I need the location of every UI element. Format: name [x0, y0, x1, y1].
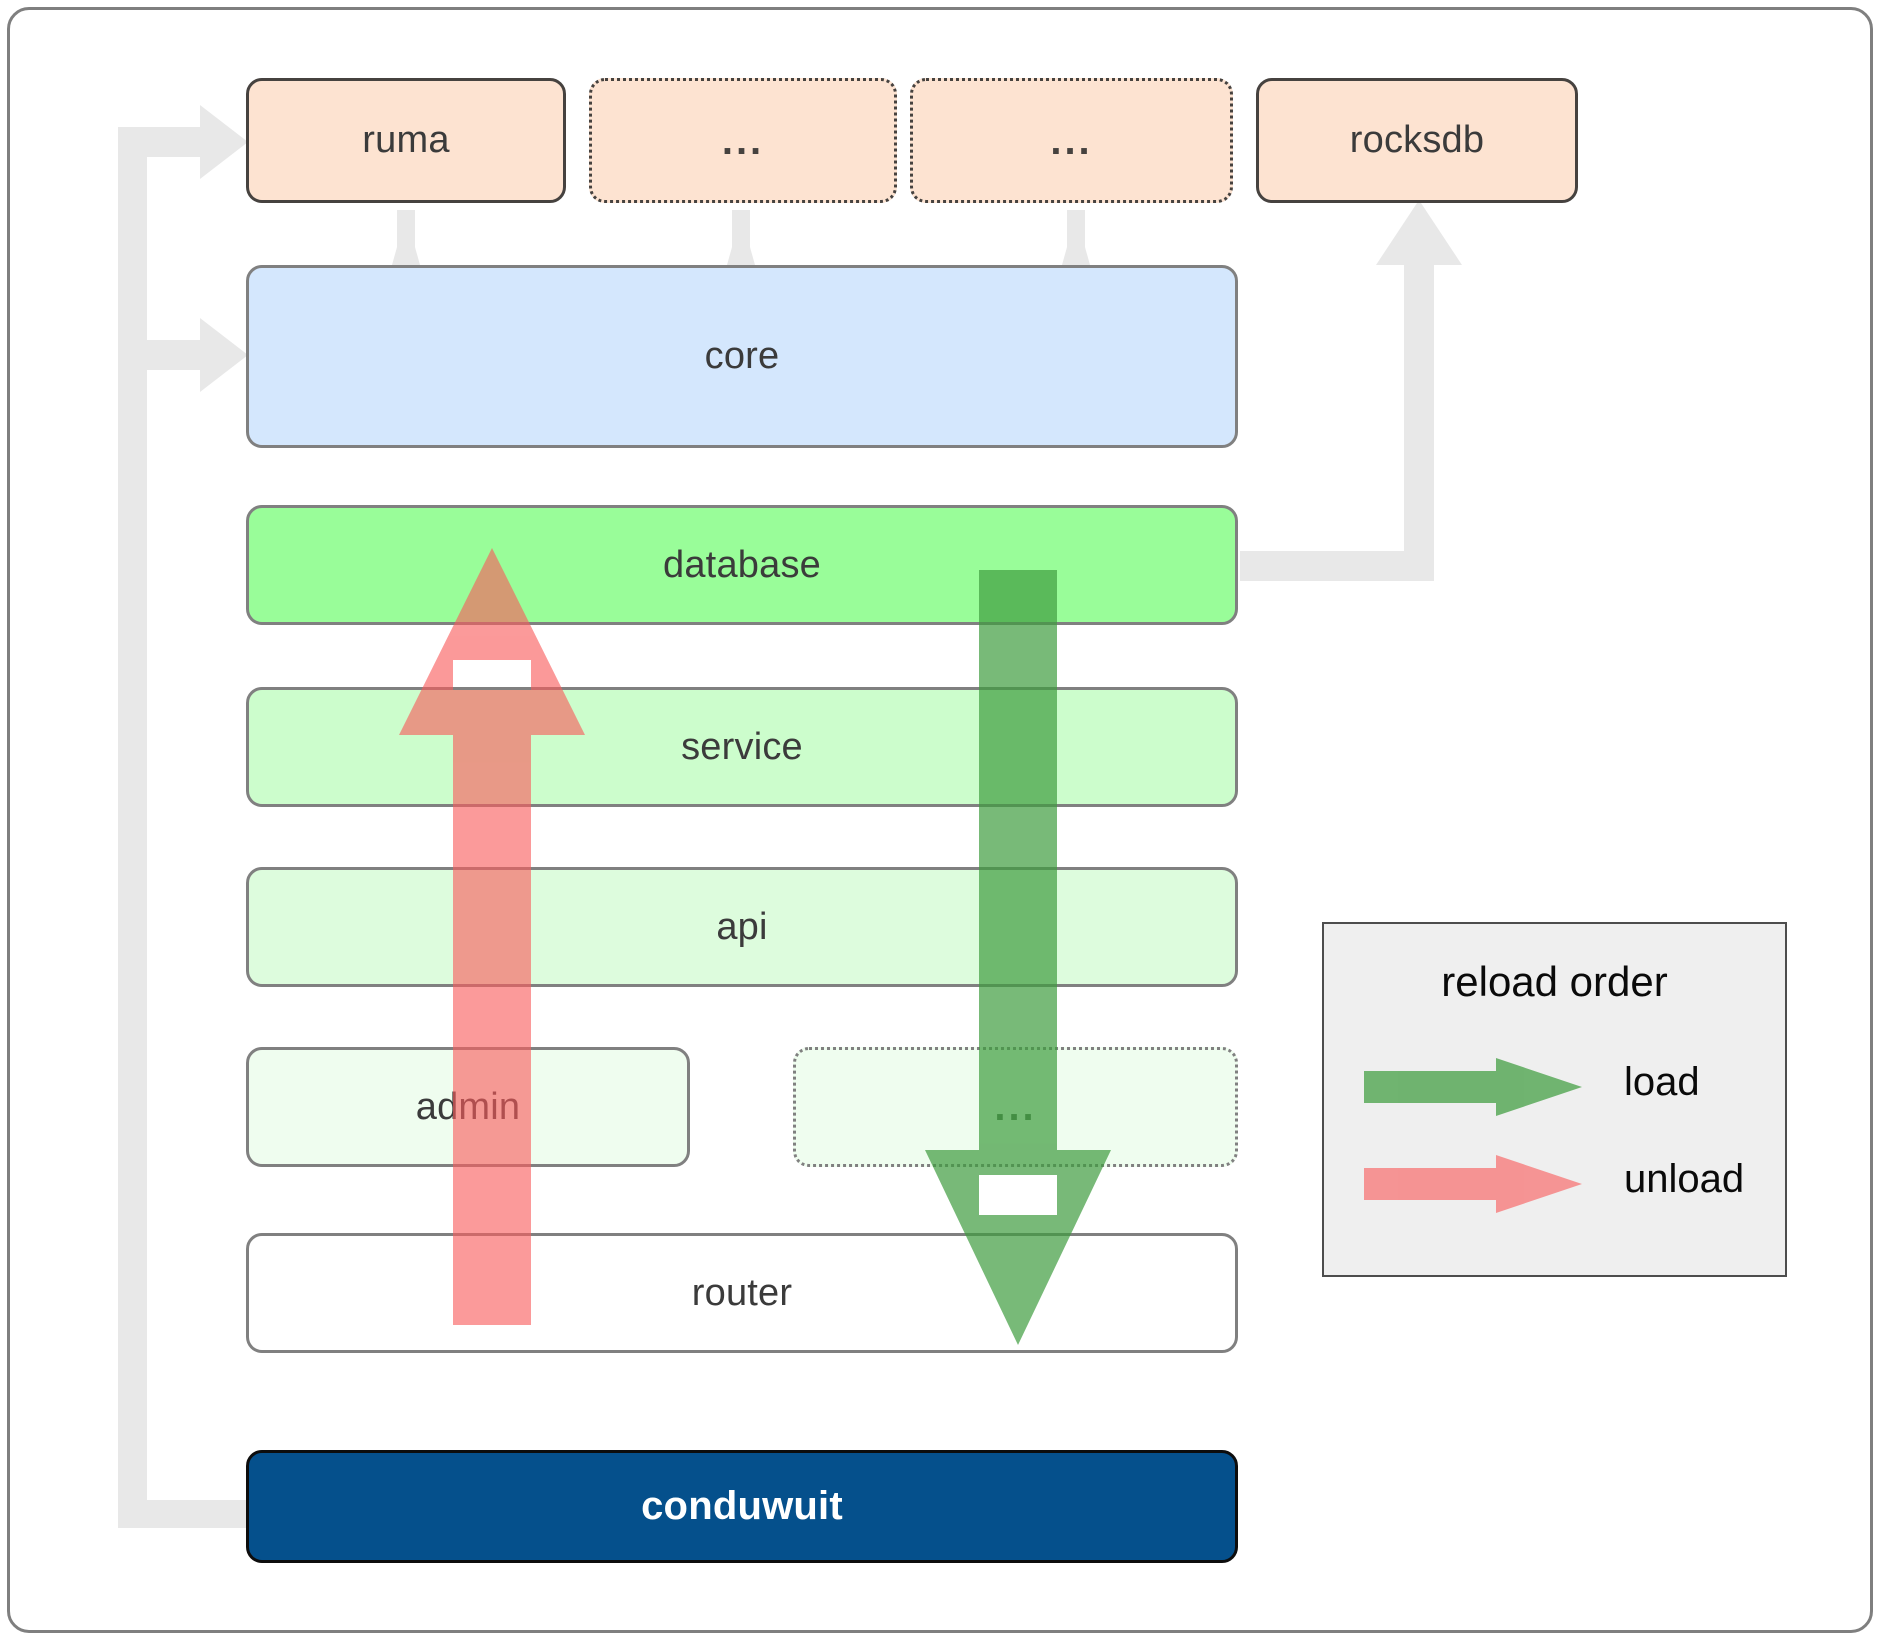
legend-panel: reload order load unload — [1322, 922, 1787, 1277]
node-ruma-label: ruma — [362, 119, 450, 161]
node-database-label: database — [663, 543, 821, 586]
node-router[interactable]: router — [246, 1233, 1238, 1353]
node-router-label: router — [691, 1271, 793, 1314]
node-dep-ellipsis-1[interactable]: ... — [589, 78, 897, 203]
node-dep-ellipsis-2[interactable]: ... — [910, 78, 1233, 203]
node-api[interactable]: api — [246, 867, 1238, 987]
node-api-label: api — [716, 905, 768, 948]
unload-arrow-icon — [1364, 1155, 1582, 1213]
node-conduwuit[interactable]: conduwuit — [246, 1450, 1238, 1563]
node-dep-ellipsis-1-label: ... — [721, 118, 765, 163]
node-conduwuit-label: conduwuit — [641, 1484, 843, 1528]
legend-item-unload: unload — [1324, 1139, 1785, 1229]
node-rocksdb-label: rocksdb — [1349, 119, 1485, 161]
node-database[interactable]: database — [246, 505, 1238, 625]
node-admin[interactable]: admin — [246, 1047, 690, 1167]
diagram-frame — [7, 7, 1873, 1633]
node-core-label: core — [704, 335, 780, 377]
load-arrow-icon — [1364, 1058, 1582, 1116]
legend-label-unload: unload — [1624, 1157, 1745, 1201]
legend-item-load: load — [1324, 1042, 1785, 1132]
legend-title: reload order — [1441, 958, 1668, 1005]
node-rocksdb[interactable]: rocksdb — [1256, 78, 1578, 203]
node-core[interactable]: core — [246, 265, 1238, 448]
node-ruma[interactable]: ruma — [246, 78, 566, 203]
node-stack-ellipsis-label: ... — [994, 1085, 1037, 1129]
node-admin-label: admin — [415, 1085, 521, 1128]
node-service-label: service — [681, 725, 803, 768]
legend-label-load: load — [1624, 1060, 1700, 1104]
node-stack-ellipsis[interactable]: ... — [793, 1047, 1238, 1167]
node-dep-ellipsis-2-label: ... — [1050, 118, 1093, 163]
node-service[interactable]: service — [246, 687, 1238, 807]
